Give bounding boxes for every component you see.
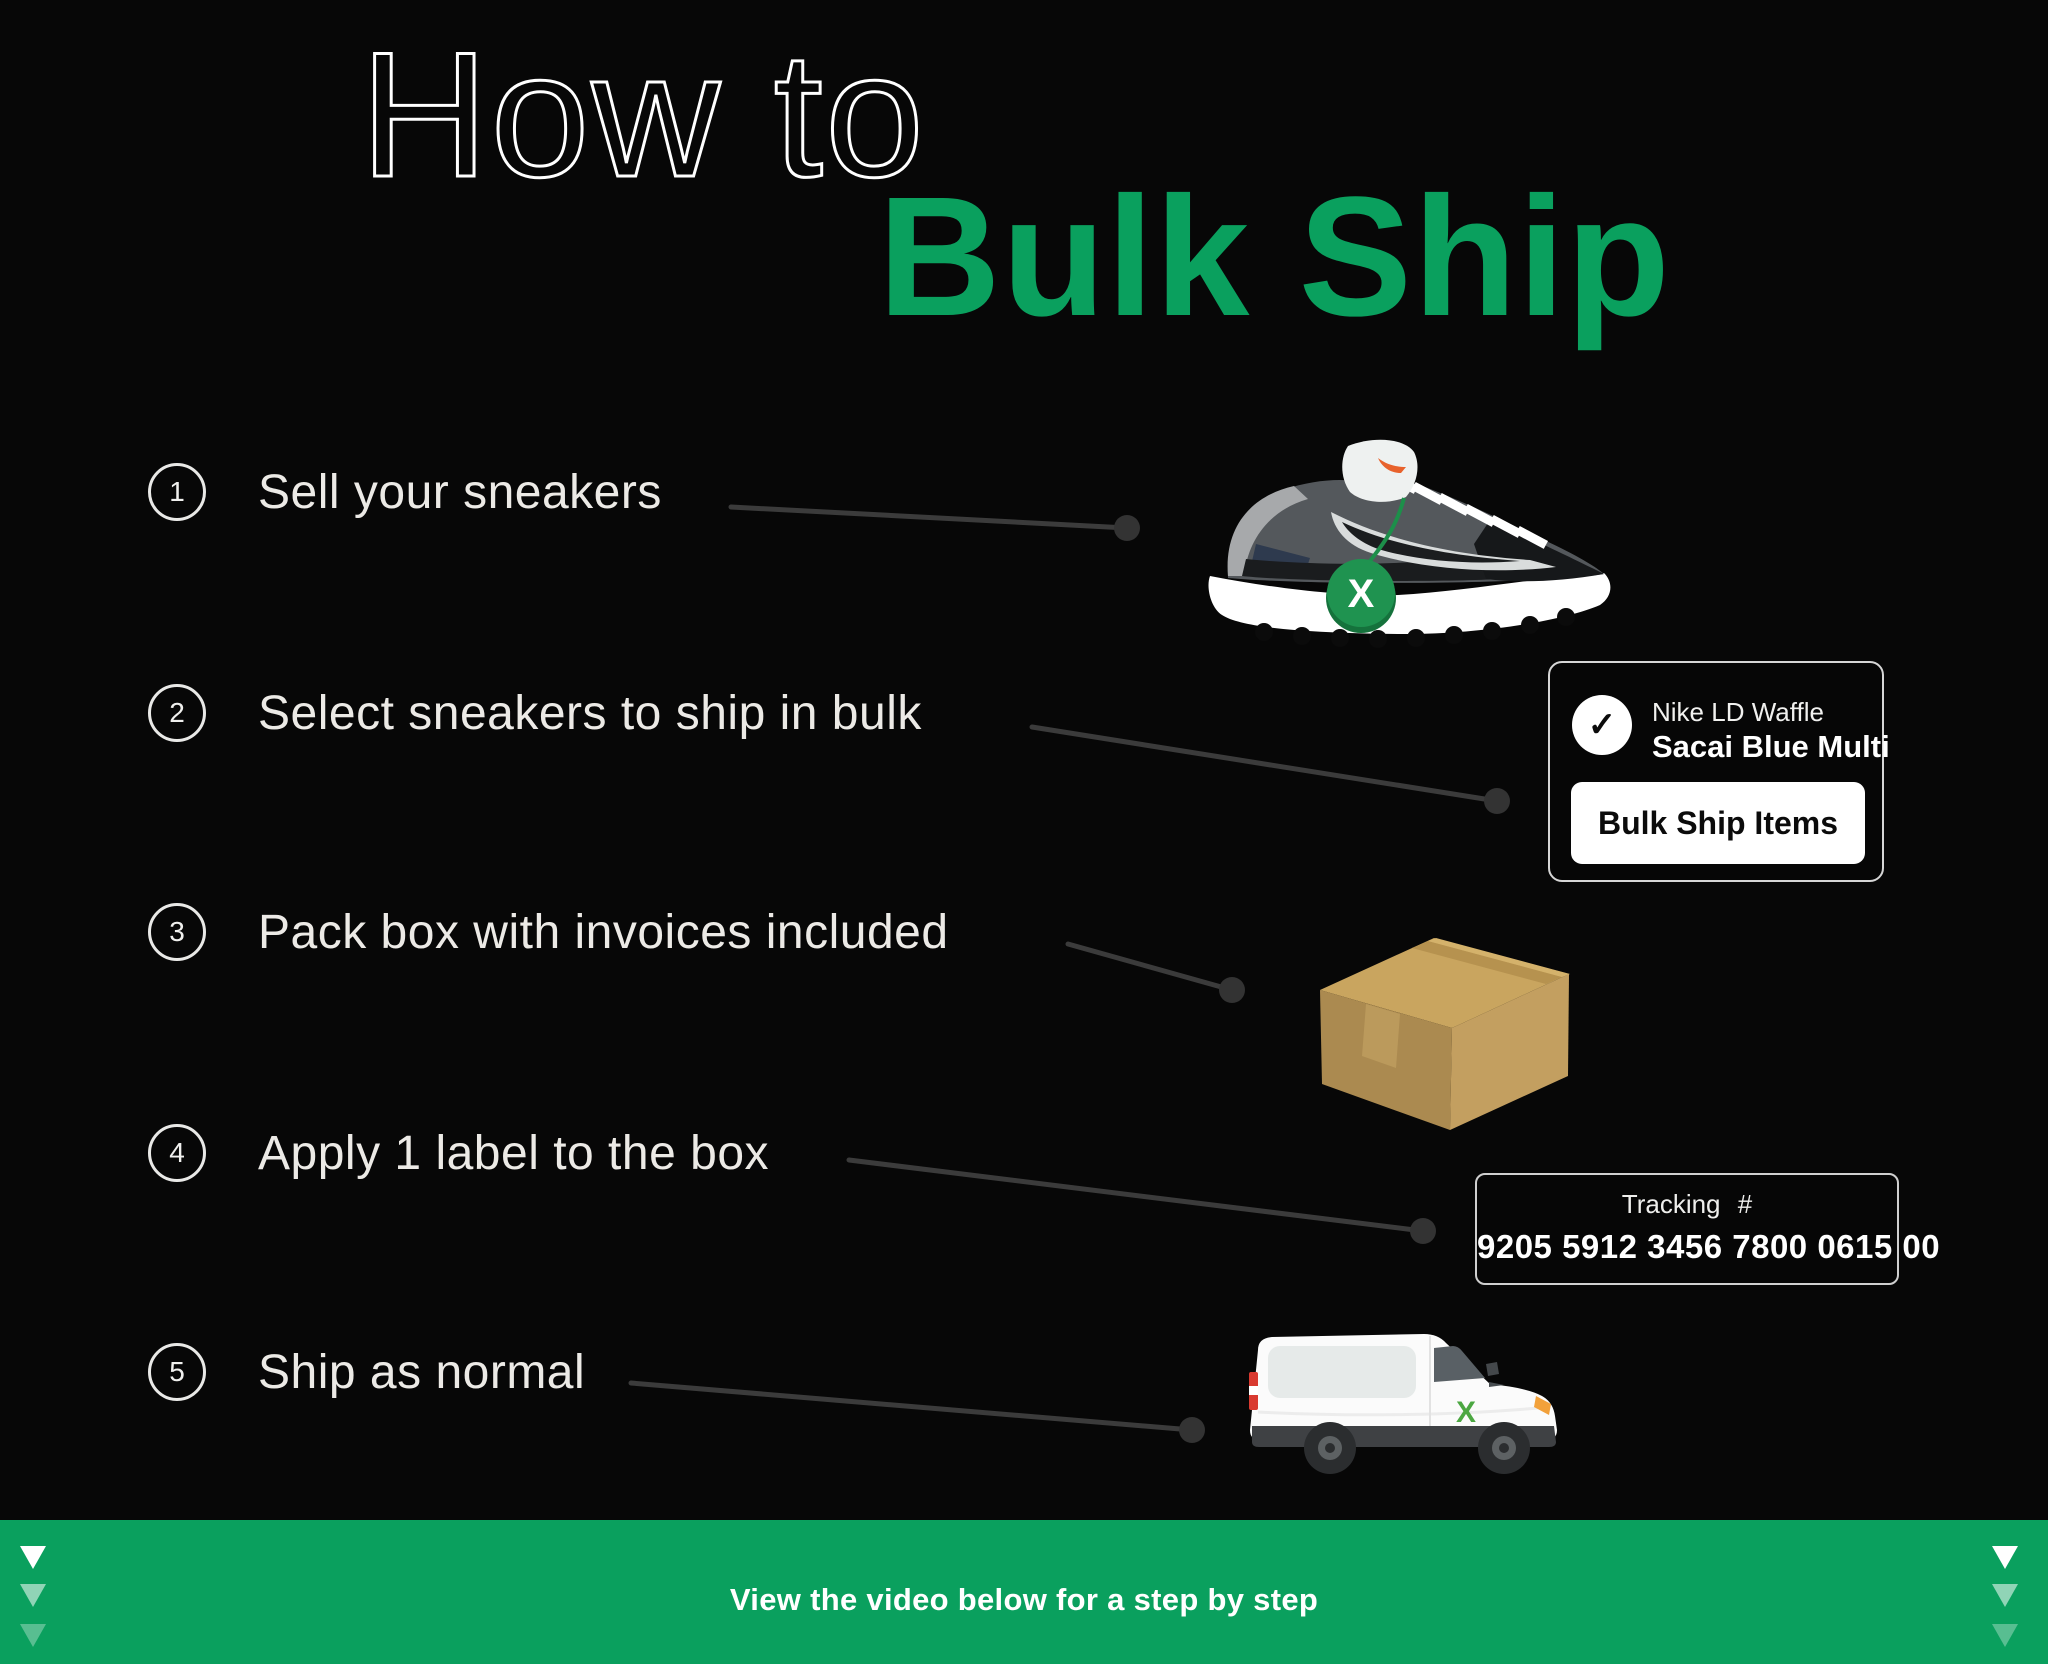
step-row-1: 1 Sell your sneakers: [148, 463, 662, 521]
step-number-badge: 3: [148, 903, 206, 961]
step-number-badge: 1: [148, 463, 206, 521]
sneaker-sole: [1208, 573, 1611, 635]
van-side-window: [1268, 1346, 1416, 1398]
connector-line-5: [628, 1380, 1195, 1433]
connector-dot-5: [1179, 1417, 1205, 1443]
footer-bar: View the video below for a step by step: [0, 1520, 2048, 1664]
sneaker-tongue: [1342, 439, 1418, 502]
van-headlight: [1534, 1396, 1551, 1415]
van-taillight-gap: [1249, 1386, 1258, 1395]
sneaker-swoosh-outer: [1331, 512, 1556, 571]
footer-message: View the video below for a step by step: [729, 1582, 1319, 1617]
sneaker-laces: [1385, 470, 1549, 549]
step-row-3: 3 Pack box with invoices included: [148, 903, 949, 961]
product-card: ✓ Nike LD Waffle Sacai Blue Multi Bulk S…: [1548, 661, 1890, 882]
connector-dot-3: [1219, 977, 1245, 1003]
connector-line-3: [1065, 941, 1235, 993]
scroll-down-triangle: [20, 1624, 46, 1647]
van-vent-window: [1489, 1382, 1504, 1387]
check-icon: ✓: [1572, 695, 1632, 755]
step-label: Select sneakers to ship in bulk: [258, 686, 922, 740]
van-front-wheel: [1478, 1422, 1530, 1474]
step-label: Sell your sneakers: [258, 465, 662, 519]
van-illustration: X: [1249, 1334, 1557, 1474]
box-illustration: [1320, 938, 1570, 1130]
step-number-badge: 5: [148, 1343, 206, 1401]
connector-line-2: [1029, 724, 1500, 804]
step-label: Apply 1 label to the box: [258, 1126, 770, 1180]
sneaker-illustration: X: [1208, 439, 1611, 648]
step-label: Ship as normal: [258, 1345, 586, 1399]
scroll-down-triangle: [20, 1584, 46, 1607]
step-label: Pack box with invoices included: [258, 905, 949, 959]
tracking-card: Tracking # 9205 5912 3456 7800 0615 00: [1475, 1173, 1941, 1285]
van-mirror: [1486, 1362, 1499, 1376]
connector-dot-2: [1484, 788, 1510, 814]
box-tape-strip: [1412, 941, 1562, 984]
step-row-5: 5 Ship as normal: [148, 1343, 585, 1401]
bulk-ship-items-button[interactable]: Bulk Ship Items: [1571, 782, 1865, 864]
van-x-logo: X: [1456, 1396, 1476, 1429]
tracking-label: Tracking #: [1621, 1189, 1753, 1219]
box-tape-flap: [1362, 1004, 1400, 1068]
product-colorway: Sacai Blue Multi: [1652, 729, 1890, 764]
box-tape-shine: [1428, 938, 1570, 977]
scroll-down-triangle: [1992, 1546, 2018, 1569]
sneaker-toe-cap: [1474, 520, 1604, 582]
page-title-highlight: Bulk Ship: [878, 162, 1671, 352]
box-right-face: [1450, 974, 1569, 1130]
step-row-4: 4 Apply 1 label to the box: [148, 1124, 769, 1182]
sneaker-tag: [1327, 559, 1395, 627]
sneaker-heel-patch: [1227, 486, 1308, 576]
scroll-down-triangle: [20, 1546, 46, 1569]
van-body-crease: [1257, 1406, 1539, 1417]
page-title-outline: How to: [359, 15, 926, 214]
sneaker-tongue-swoosh: [1378, 458, 1406, 473]
step-row-2: 2 Select sneakers to ship in bulk: [148, 684, 922, 742]
sneaker-swoosh-inner: [1342, 522, 1520, 563]
connector-line-1: [728, 504, 1130, 531]
scroll-down-triangle: [1992, 1624, 2018, 1647]
tracking-number: 9205 5912 3456 7800 0615 00: [1477, 1228, 1941, 1265]
van-rear-wheel: [1304, 1422, 1356, 1474]
connector-line-4: [846, 1157, 1426, 1234]
sneaker-treads: [1255, 608, 1575, 648]
connector-dot-1: [1114, 515, 1140, 541]
scroll-down-triangle: [1992, 1584, 2018, 1607]
connector-dot-4: [1410, 1218, 1436, 1244]
product-name: Nike LD Waffle: [1652, 697, 1824, 727]
stockx-x-icon: X: [1348, 572, 1375, 616]
step-number-badge: 2: [148, 684, 206, 742]
step-number-badge: 4: [148, 1124, 206, 1182]
van-door-window: [1434, 1346, 1485, 1382]
